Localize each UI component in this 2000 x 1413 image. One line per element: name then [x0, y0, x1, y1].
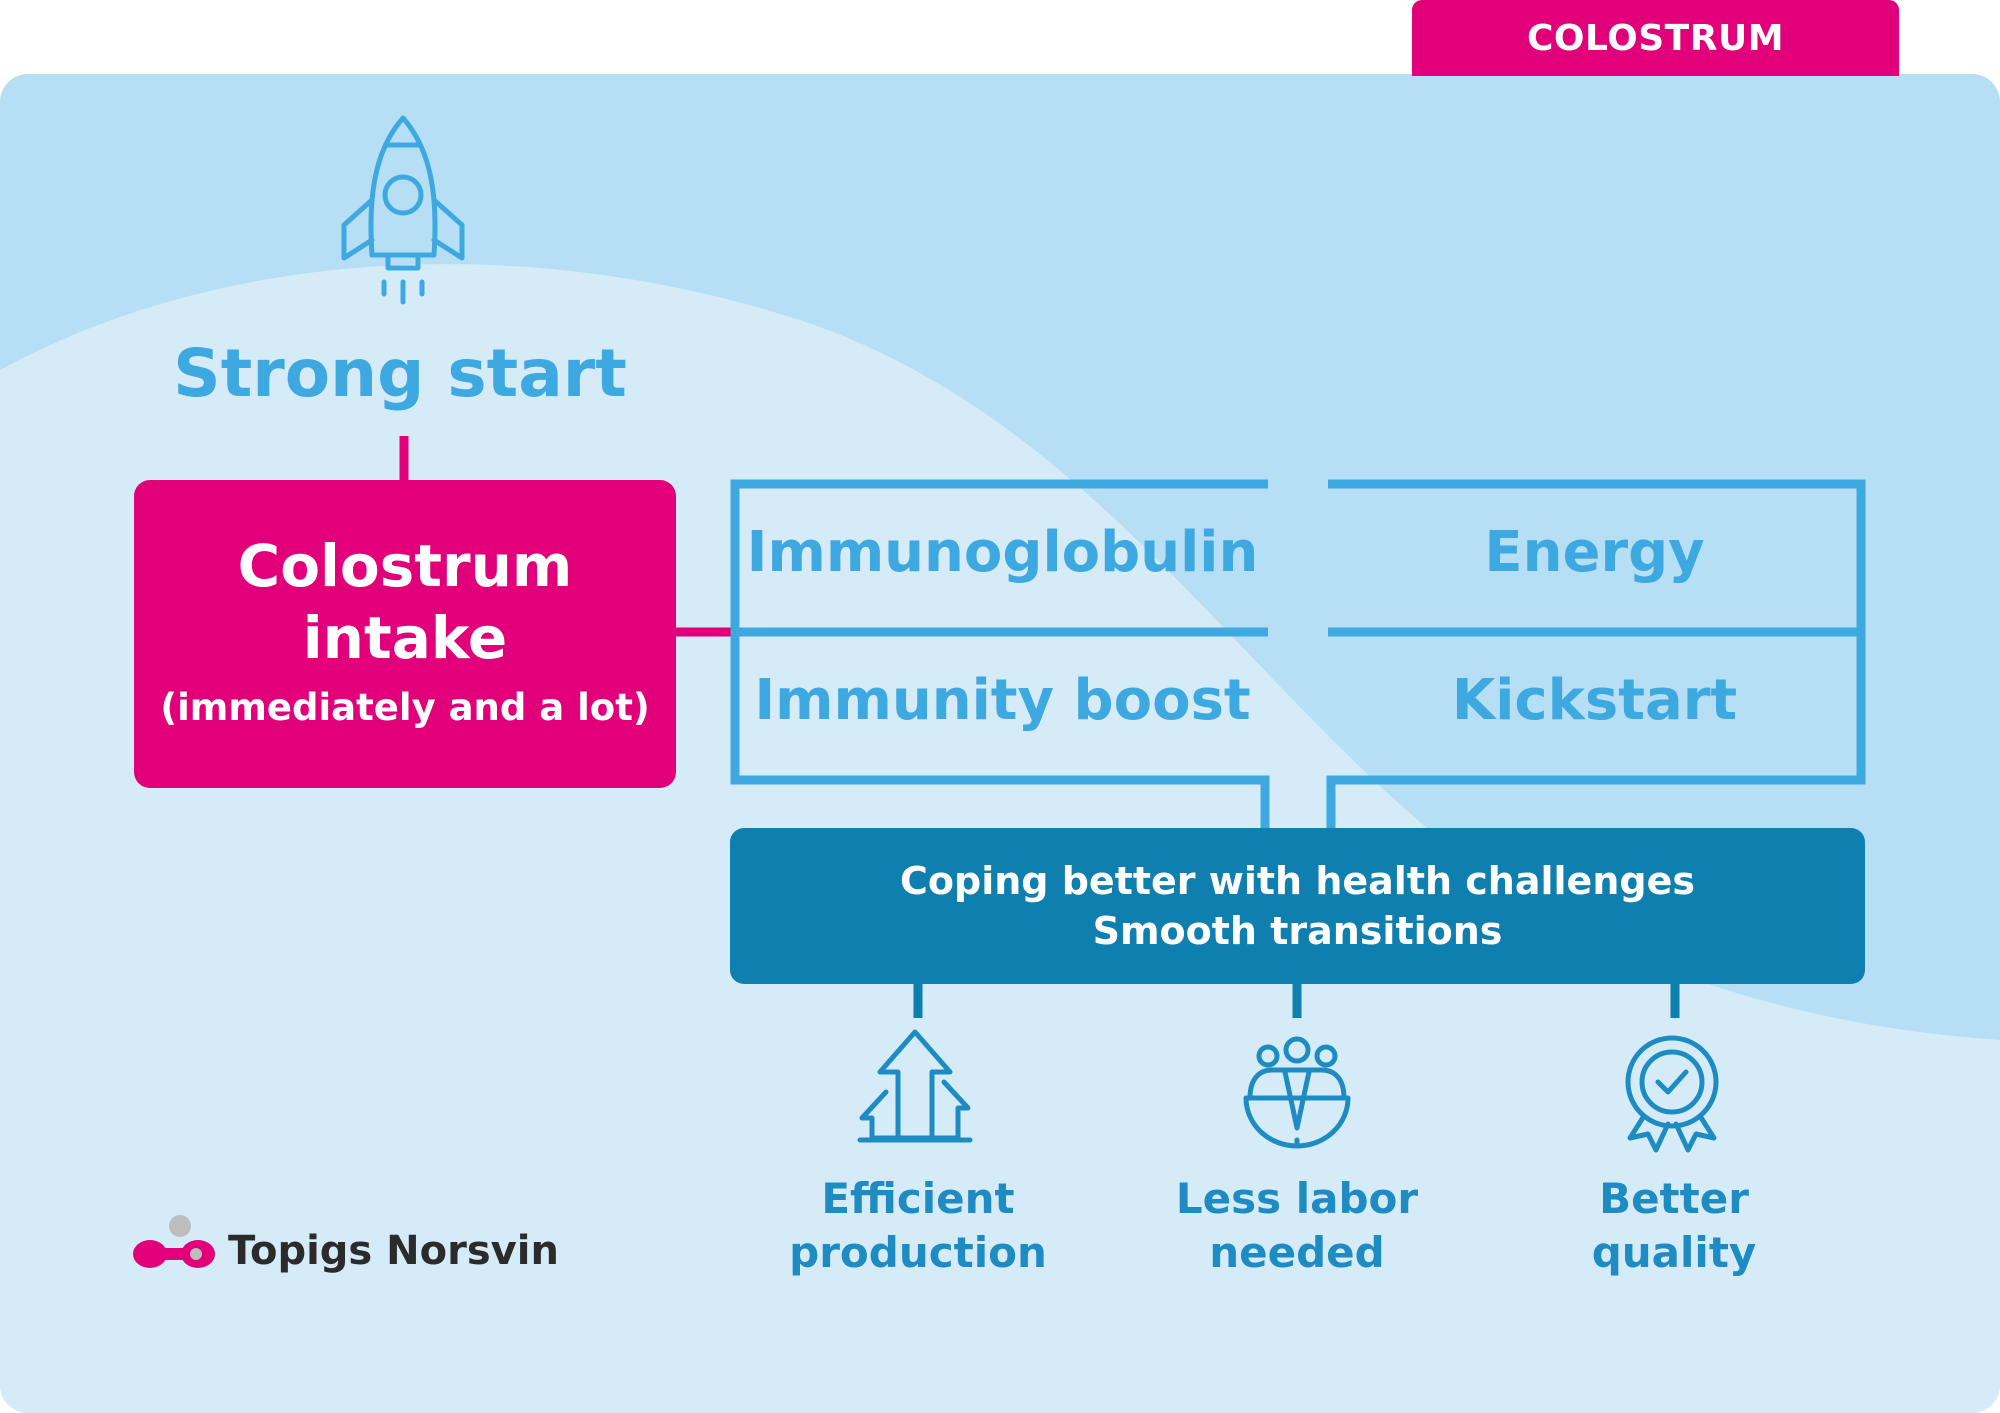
outcome-label: Better	[1599, 1174, 1749, 1223]
coping-line2: Smooth transitions	[1092, 909, 1503, 953]
rocket-icon	[341, 115, 465, 305]
quality-badge-icon	[1625, 1035, 1719, 1153]
outcome-better-quality: Better quality	[1514, 1172, 1834, 1280]
colostrum-intake-box: Colostrum intake (immediately and a lot)	[134, 480, 676, 788]
topigs-norsvin-logo-icon	[133, 1215, 215, 1268]
outcome-connectors	[913, 982, 1680, 1018]
team-icon	[1243, 1036, 1351, 1149]
colostrum-tab: COLOSTRUM	[1412, 0, 1899, 76]
outcome-label: Less labor	[1175, 1174, 1419, 1223]
growth-arrows-icon	[857, 1029, 973, 1143]
immunity-boost-cell: Immunity boost	[754, 667, 1251, 733]
intake-line1: Colostrum	[237, 532, 573, 600]
outcome-efficient-production: Efficient production	[758, 1172, 1078, 1280]
tab-label: COLOSTRUM	[1526, 17, 1785, 59]
kickstart-cell: Kickstart	[1451, 667, 1738, 733]
coping-box: Coping better with health challenges Smo…	[730, 828, 1865, 984]
immunoglobulin-cell: Immunoglobulin	[746, 519, 1259, 585]
outcome-label: production	[789, 1228, 1047, 1277]
topigs-norsvin-logo-text: Topigs Norsvin	[228, 1228, 559, 1274]
outcome-label: Efficient	[821, 1174, 1015, 1223]
outcome-label: quality	[1591, 1228, 1757, 1277]
coping-line1: Coping better with health challenges	[900, 859, 1695, 903]
benefit-grid	[730, 479, 1866, 832]
energy-cell: Energy	[1484, 519, 1705, 585]
strong-start-title: Strong start	[173, 335, 627, 412]
intake-note: (immediately and a lot)	[160, 686, 650, 729]
outcome-less-labor: Less labor needed	[1137, 1172, 1457, 1280]
outcome-label: needed	[1209, 1228, 1385, 1277]
intake-line2: intake	[302, 604, 508, 672]
